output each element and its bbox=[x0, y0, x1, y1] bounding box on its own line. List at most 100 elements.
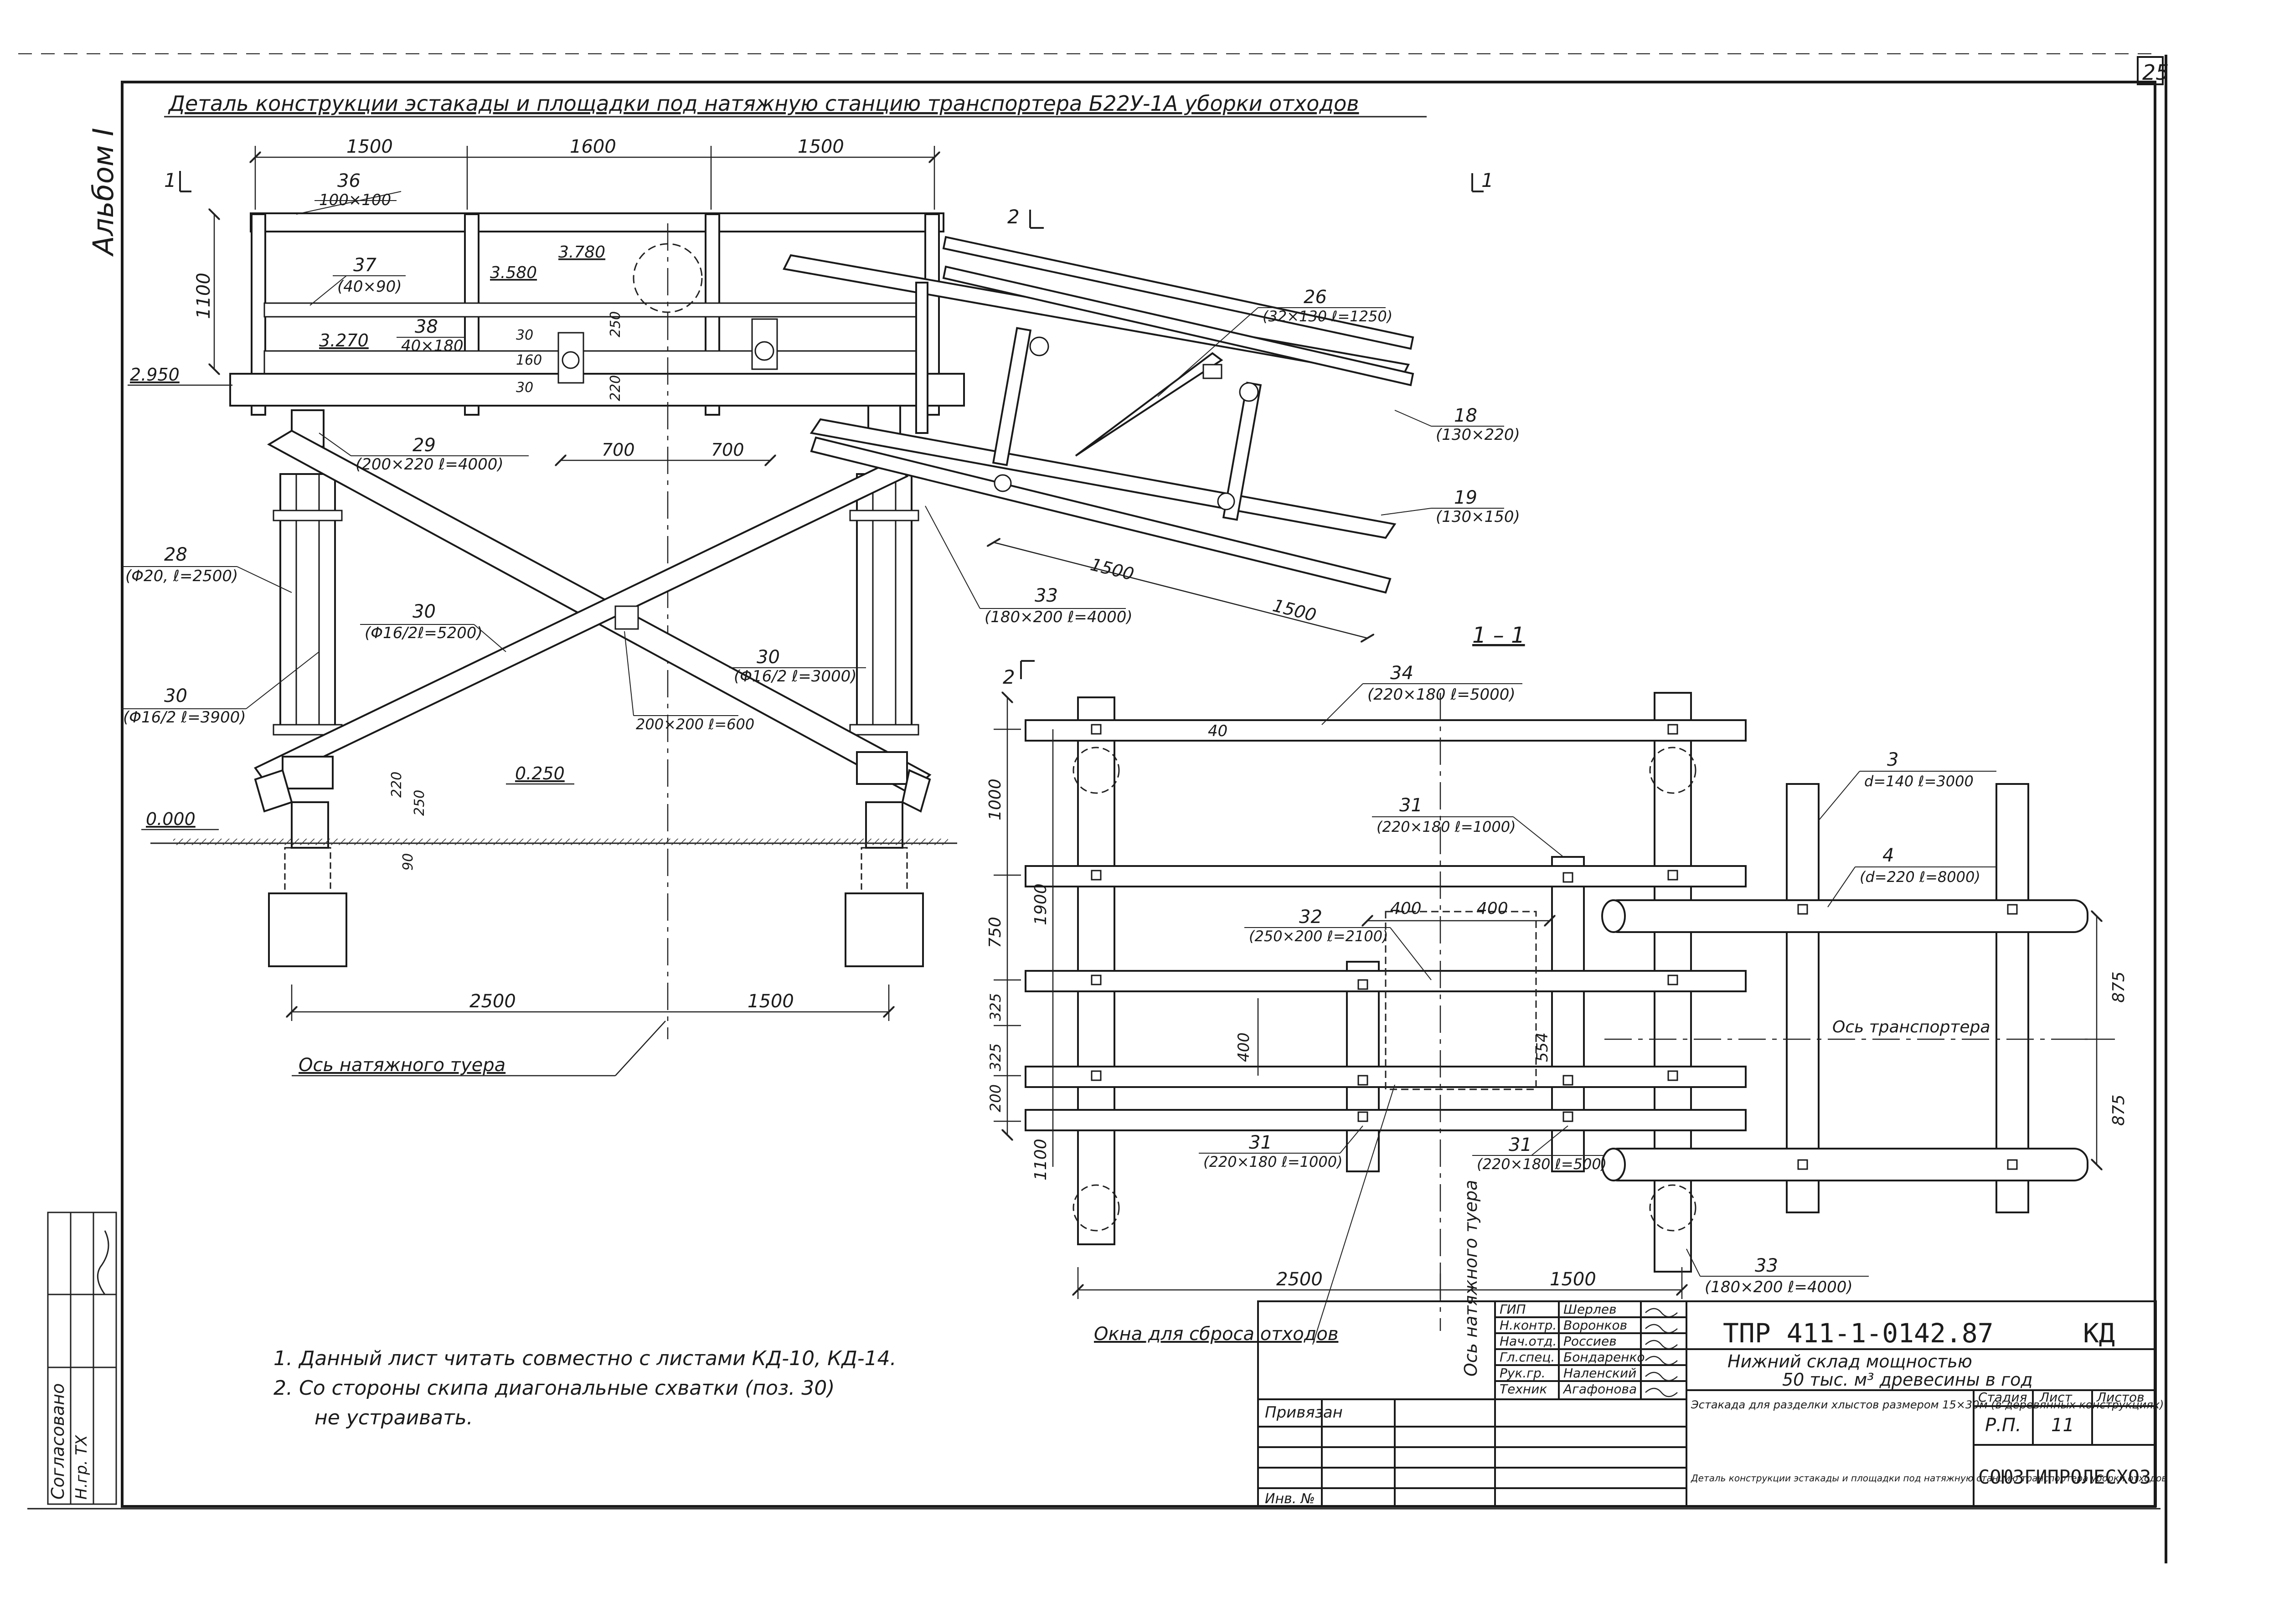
level-2950: 2.950 bbox=[130, 365, 180, 385]
callout-26-num: 26 bbox=[1304, 287, 1327, 308]
callout-32-spec: (250×200 ℓ=2100) bbox=[1249, 928, 1388, 945]
staff-role-2: Н.контр. bbox=[1500, 1318, 1557, 1333]
level-3270: 3.270 bbox=[319, 330, 369, 351]
section-1-right: 1 bbox=[1481, 169, 1494, 191]
callout-4-spec: (d=220 ℓ=8000) bbox=[1860, 868, 1980, 886]
dim-700b: 700 bbox=[711, 440, 744, 460]
callout-26-spec: (32×130 ℓ=1250) bbox=[1263, 308, 1392, 325]
callout-31b-spec: (220×180 ℓ=1000) bbox=[1203, 1153, 1343, 1170]
stamp-object: Нижний склад мощностью bbox=[1727, 1351, 1972, 1371]
approval-label: Согласовано bbox=[48, 1383, 68, 1500]
plan-dim-400b: 400 bbox=[1477, 899, 1508, 918]
sheet-frame bbox=[18, 53, 2167, 1563]
callout-19-spec: (130×150) bbox=[1436, 508, 1520, 526]
staff-name-5: Наленский bbox=[1563, 1366, 1636, 1381]
callout-18-num: 18 bbox=[1454, 405, 1477, 426]
callout-19-num: 19 bbox=[1454, 487, 1477, 508]
dim-height: 1100 bbox=[193, 273, 214, 319]
plan-openings bbox=[1072, 747, 1696, 1232]
incline-diagonal-26 bbox=[1075, 352, 1223, 457]
stamp-code: ТПР 411-1-0142.87 bbox=[1723, 1318, 1994, 1349]
stamp-mark: КД bbox=[2083, 1318, 2115, 1349]
stamp-sheet-header: Лист bbox=[2039, 1390, 2073, 1405]
stamp-descr: Эстакада для разделки хлыстов размером 1… bbox=[1691, 1398, 2164, 1411]
callout-30a-spec: (Φ16/2ℓ=5200) bbox=[365, 624, 483, 642]
callout-36-num: 36 bbox=[337, 170, 361, 191]
dim-bottom-2500: 2500 bbox=[469, 991, 516, 1012]
section-2-label: 2 bbox=[1007, 206, 1020, 228]
callout-37-num: 37 bbox=[353, 255, 376, 276]
plan-windows bbox=[1385, 911, 1537, 1090]
stamp-staff: ГИП Н.контр. Нач.отд. Гл.спец. Рук.гр. Т… bbox=[1500, 1302, 1645, 1397]
plan-dim-1900: 1900 bbox=[1031, 883, 1050, 925]
footings bbox=[268, 892, 924, 967]
incline-beam-19 bbox=[810, 418, 1397, 539]
staff-role-6: Техник bbox=[1500, 1382, 1547, 1397]
block-200x200 bbox=[614, 605, 639, 630]
callout-3-num: 3 bbox=[1887, 749, 1898, 770]
plan-dim-554: 554 bbox=[1533, 1032, 1552, 1062]
callout-33b-spec: (180×200 ℓ=4000) bbox=[1705, 1278, 1853, 1296]
staff-name-4: Бондаренко bbox=[1563, 1350, 1645, 1365]
plan-dim-1100: 1100 bbox=[1031, 1139, 1050, 1181]
callout-3-spec: d=140 ℓ=3000 bbox=[1864, 773, 1974, 790]
callout-30a-num: 30 bbox=[412, 601, 436, 622]
callout-31a-num: 31 bbox=[1399, 795, 1423, 816]
staff-name-2: Воронков bbox=[1563, 1318, 1627, 1333]
column-caps bbox=[291, 405, 901, 448]
column-bolts bbox=[273, 510, 919, 736]
callout-34-spec: (220×180 ℓ=5000) bbox=[1367, 686, 1516, 704]
callout-4-num: 4 bbox=[1882, 845, 1894, 866]
elevation-callouts: 36 100×100 37 (40×90) 38 40×180 29 (200×… bbox=[121, 170, 866, 733]
approval-signature bbox=[97, 1230, 109, 1295]
level-0250: 0.250 bbox=[515, 763, 565, 784]
callout-33a-spec: (180×200 ℓ=4000) bbox=[985, 608, 1133, 626]
dim-top-2: 1600 bbox=[570, 136, 616, 157]
plan-dim-40: 40 bbox=[1208, 722, 1227, 740]
column-feet bbox=[254, 751, 931, 849]
plan-windows-label: Окна для сброса отходов bbox=[1094, 1324, 1338, 1345]
section-1-label: 1 bbox=[164, 169, 176, 191]
callout-30b-spec: (Φ16/2 ℓ=3900) bbox=[123, 708, 246, 727]
level-3580: 3.580 bbox=[490, 263, 537, 282]
plan-axis-tuer: Ось натяжного туера bbox=[1461, 1180, 1481, 1377]
dim-30b: 30 bbox=[516, 380, 533, 396]
dim-250-top: 250 bbox=[608, 311, 624, 337]
callout-33b-num: 33 bbox=[1755, 1255, 1778, 1276]
staff-role-5: Рук.гр. bbox=[1500, 1366, 1546, 1381]
plan-dim-325a: 325 bbox=[987, 993, 1004, 1021]
plan-logs bbox=[1601, 899, 2088, 1181]
ground-hatch bbox=[173, 839, 948, 845]
callout-34-num: 34 bbox=[1390, 663, 1413, 684]
dim-220b: 220 bbox=[389, 772, 405, 798]
staff-role-1: ГИП bbox=[1500, 1302, 1526, 1317]
axis-tuer-label: Ось натяжного туера bbox=[299, 1055, 505, 1076]
dim-top bbox=[255, 146, 934, 210]
stamp-sheet: 11 bbox=[2051, 1415, 2074, 1436]
plan-dim-400v: 400 bbox=[1235, 1032, 1253, 1062]
plan-dim-1000: 1000 bbox=[986, 778, 1005, 820]
callout-30c-num: 30 bbox=[757, 647, 780, 668]
plan-dims-left bbox=[994, 697, 1054, 1167]
plan-dim-1500: 1500 bbox=[1550, 1269, 1596, 1290]
railing-beam-36 bbox=[250, 212, 944, 232]
callout-38-spec: 40×180 bbox=[401, 337, 464, 355]
callout-30c-spec: (Φ16/2 ℓ=3000) bbox=[734, 667, 857, 686]
staff-name-3: Россиев bbox=[1563, 1334, 1617, 1349]
stamp-inv: Инв. № bbox=[1265, 1491, 1315, 1507]
railing-rail-37 bbox=[263, 302, 922, 318]
callout-28-spec: (Φ20, ℓ=2500) bbox=[125, 567, 238, 585]
plan-dim-875b: 875 bbox=[2109, 1094, 2128, 1126]
callout-31a-spec: (220×180 ℓ=1000) bbox=[1377, 818, 1516, 835]
plan-dims-bottom bbox=[1078, 1267, 1682, 1299]
dim-160: 160 bbox=[516, 352, 542, 368]
staff-name-6: Агафонова bbox=[1562, 1382, 1637, 1397]
plan-axis-transport: Ось транспортера bbox=[1832, 1018, 1990, 1036]
dim-250-low: 90 bbox=[400, 853, 416, 871]
staff-role-4: Гл.спец. bbox=[1500, 1350, 1555, 1365]
incline-dim-1: 1500 bbox=[1088, 554, 1136, 584]
incline-dim-2: 1500 bbox=[1271, 595, 1318, 625]
diagonal-braces bbox=[253, 429, 932, 794]
album-label: Альбом I bbox=[87, 128, 120, 257]
